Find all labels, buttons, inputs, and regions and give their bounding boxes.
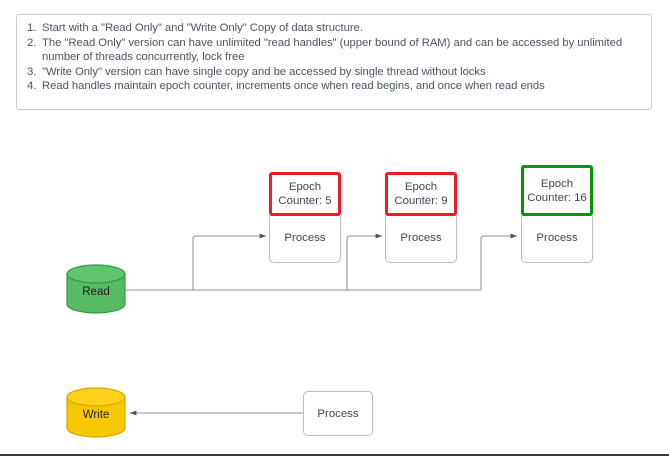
list-item-text: Start with a "Read Only" and "Write Only… — [42, 22, 363, 34]
epoch-counter-label: Epoch Counter: 5 — [278, 181, 332, 207]
read-process-box-3[interactable]: Process — [521, 213, 593, 263]
epoch-counter-badge-2[interactable]: Epoch Counter: 9 — [385, 172, 457, 216]
list-item-text: The "Read Only" version can have unlimit… — [42, 36, 623, 64]
page-bottom-rule — [0, 454, 669, 456]
epoch-counter-badge-1[interactable]: Epoch Counter: 5 — [269, 172, 341, 216]
list-item-number: 4. — [27, 80, 37, 93]
list-item-text: "Write Only" version can have single cop… — [42, 65, 486, 78]
process-label: Process — [400, 232, 442, 244]
read-cylinder-shape — [66, 264, 126, 314]
process-label: Process — [284, 232, 326, 244]
read-process-box-1[interactable]: Process — [269, 213, 341, 263]
list-item-number: 3. — [27, 65, 37, 78]
list-item-text: Read handles maintain epoch counter, inc… — [42, 80, 545, 93]
list-item: 2. The "Read Only" version can have unli… — [27, 36, 641, 65]
notes-list: 1. Start with a "Read Only" and "Write O… — [17, 15, 651, 94]
list-item: 3. "Write Only" version can have single … — [27, 65, 641, 80]
write-cylinder-shape — [66, 387, 126, 438]
list-item-number: 2. — [27, 36, 37, 49]
notes-text-box: 1. Start with a "Read Only" and "Write O… — [16, 14, 652, 110]
process-label: Process — [317, 407, 359, 420]
epoch-counter-badge-3[interactable]: Epoch Counter: 16 — [521, 165, 593, 216]
list-item: 4. Read handles maintain epoch counter, … — [27, 79, 641, 94]
read-data-store: Read — [66, 264, 126, 314]
write-process-box[interactable]: Process — [303, 391, 373, 436]
epoch-counter-label: Epoch Counter: 16 — [527, 177, 587, 204]
list-item: 1. Start with a "Read Only" and "Write O… — [27, 21, 641, 36]
write-data-store: Write — [66, 387, 126, 438]
epoch-counter-label: Epoch Counter: 9 — [394, 181, 448, 207]
process-label: Process — [536, 232, 578, 244]
list-item-number: 1. — [27, 22, 37, 34]
read-process-box-2[interactable]: Process — [385, 213, 457, 263]
